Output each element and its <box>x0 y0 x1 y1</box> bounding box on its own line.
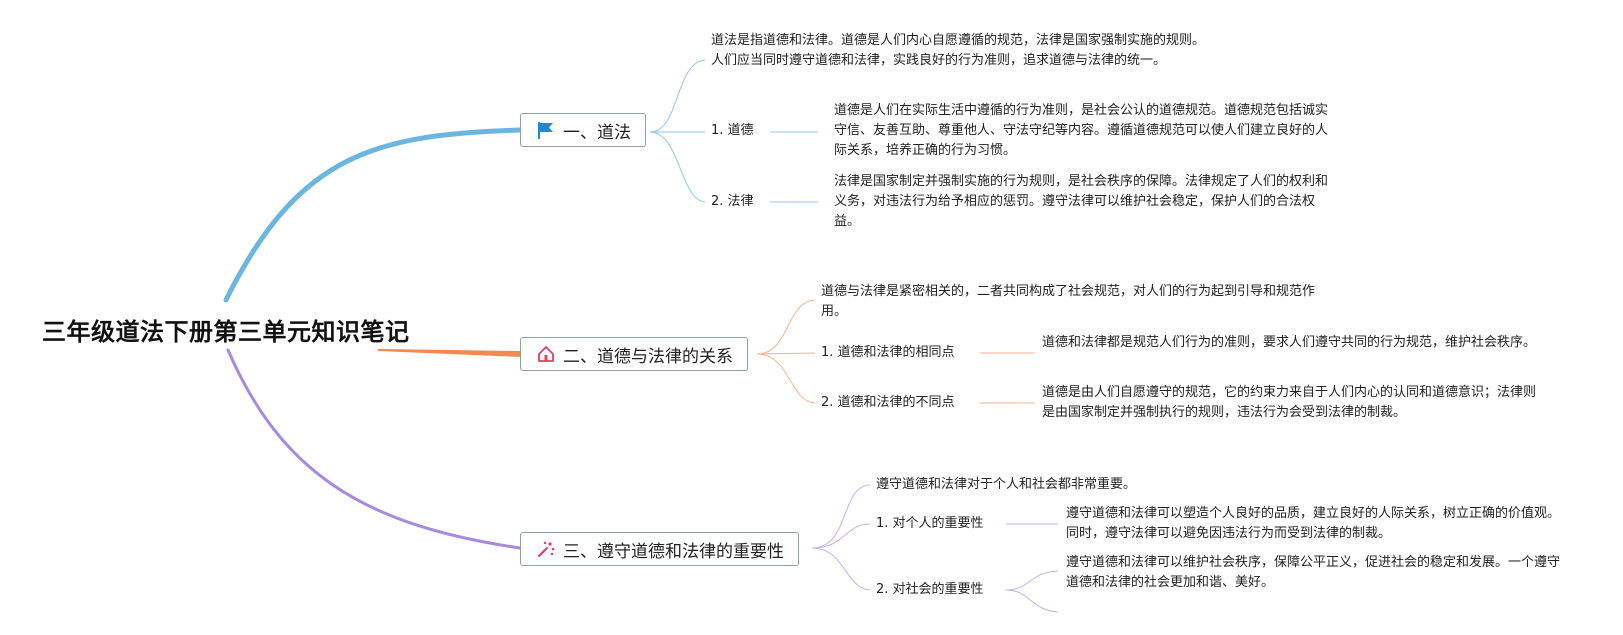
topic-title: 一、道法 <box>563 122 631 143</box>
intro-note-3: 遵守道德和法律对于个人和社会都非常重要。 <box>876 477 1137 492</box>
sparkle-wand-icon <box>535 538 557 560</box>
topic-title: 三、遵守道德和法律的重要性 <box>563 541 784 562</box>
branch-2-subconnectors <box>756 299 1035 404</box>
flag-icon <box>535 119 557 141</box>
branch-connector-3 <box>226 348 522 550</box>
intro-note-2: 道德与法律是紧密相关的，二者共同构成了社会规范，对人们的行为起到引导和规范作用。 <box>821 284 1316 319</box>
root-topic[interactable]: 三年级道法下册第三单元知识笔记 <box>42 318 410 346</box>
intro-note-1: 道法是指道德和法律。道德是人们内心自愿遵循的规范，法律是国家强制实施的规则。人们… <box>711 33 1206 68</box>
detail-differences: 道德是由人们自愿遵守的规范，它的约束力来自于人们内心的认同和道德意识；法律则是由… <box>1042 385 1537 420</box>
detail-falv: 法律是国家制定并强制实施的行为规则，是社会秩序的保障。法律规定了人们的权利和义务… <box>834 174 1329 229</box>
topic-relationship[interactable]: 二、道德与法律的关系 <box>520 337 748 371</box>
detail-personal: 遵守道德和法律可以塑造个人良好的品质，建立良好的人际关系，树立正确的价值观。同时… <box>1066 506 1561 541</box>
detail-similarities: 道德和法律都是规范人们行为的准则，要求人们遵守共同的行为规范，维护社会秩序。 <box>1042 335 1537 350</box>
detail-daode: 道德是人们在实际生活中遵循的行为准则，是社会公认的道德规范。道德规范包括诚实守信… <box>834 103 1329 158</box>
topic-daofa[interactable]: 一、道法 <box>520 113 646 147</box>
detail-social: 遵守道德和法律可以维护社会秩序，保障公平正义，促进社会的稳定和发展。一个遵守道德… <box>1066 555 1561 590</box>
branch-3-subconnectors <box>811 484 1059 613</box>
branch-connector-2 <box>377 349 521 358</box>
branch-connector-1 <box>223 127 523 303</box>
subtopic-differences[interactable]: 2. 道德和法律的不同点 <box>821 395 955 410</box>
subtopic-daode[interactable]: 1. 道德 <box>711 123 754 138</box>
subtopic-similarities[interactable]: 1. 道德和法律的相同点 <box>821 345 955 360</box>
topic-importance[interactable]: 三、遵守道德和法律的重要性 <box>520 532 799 566</box>
topic-title: 二、道德与法律的关系 <box>563 346 733 367</box>
house-icon <box>535 343 557 365</box>
subtopic-personal[interactable]: 1. 对个人的重要性 <box>876 516 984 531</box>
branch-1-subconnectors <box>649 59 818 203</box>
subtopic-falv[interactable]: 2. 法律 <box>711 194 754 209</box>
subtopic-social[interactable]: 2. 对社会的重要性 <box>876 582 984 597</box>
